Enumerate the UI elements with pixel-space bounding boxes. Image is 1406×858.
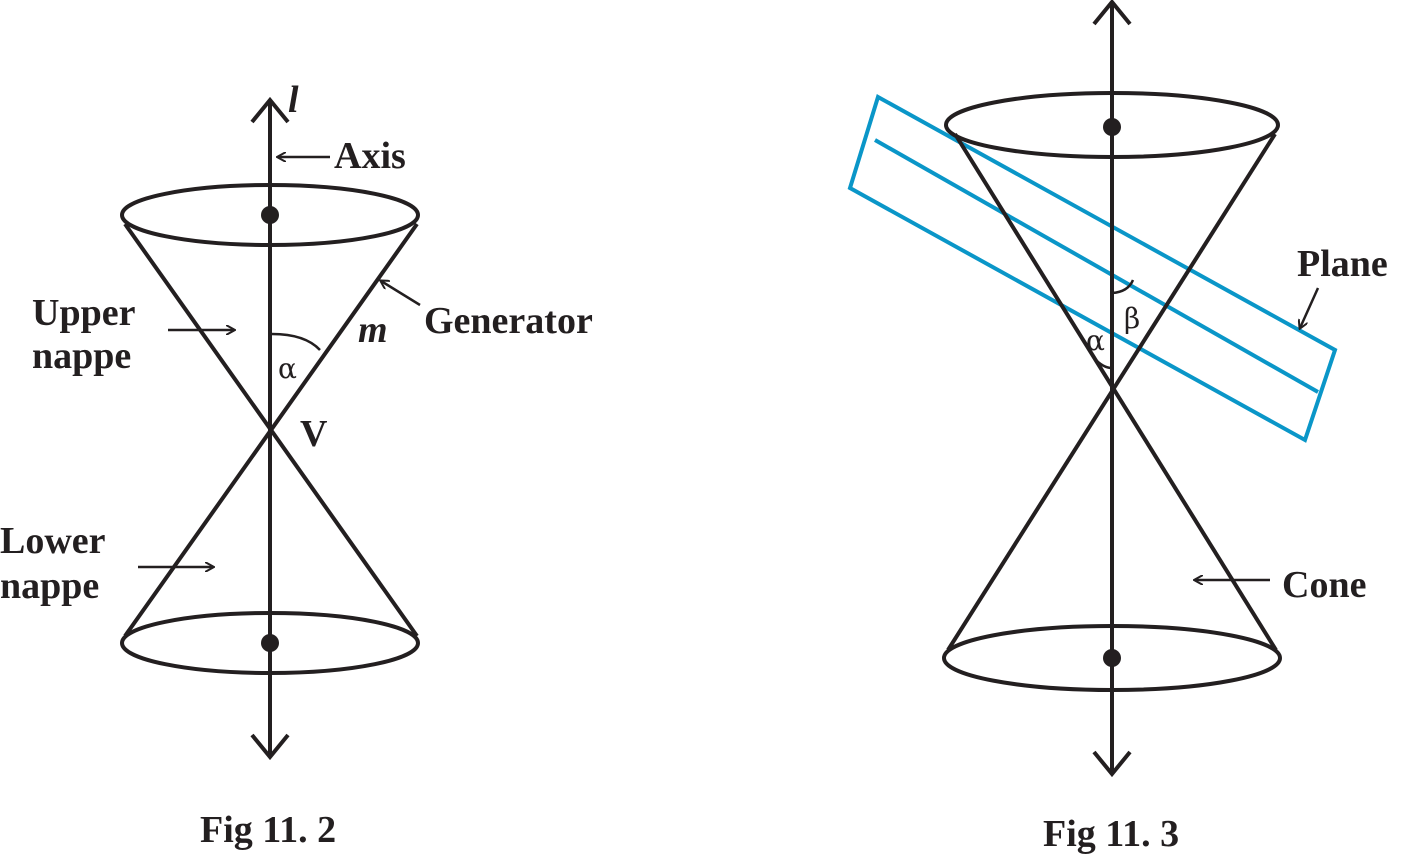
upper-center-dot-2	[1103, 118, 1121, 136]
upper-nappe-label-1: Upper	[32, 292, 136, 334]
axis-symbol: l	[288, 79, 299, 121]
lower-base-ellipse	[120, 611, 420, 675]
lower-nappe-label-1: Lower	[0, 520, 106, 562]
upper-nappe-label-2: nappe	[32, 335, 131, 377]
axis-arrow-up-icon	[250, 96, 290, 124]
vertex-label: V	[300, 413, 328, 455]
upper-base-ellipse-2	[944, 91, 1280, 159]
generator-arrow	[381, 281, 421, 307]
alpha-arc	[271, 332, 321, 351]
generator-label: Generator	[424, 300, 593, 342]
lower-base-ellipse-2	[942, 624, 1282, 692]
generator-line-4	[946, 132, 1277, 652]
upper-center-dot	[261, 206, 279, 224]
axis-label: Axis	[334, 135, 406, 177]
alpha-arc-2	[1093, 357, 1113, 370]
fig-11-3-caption: Fig 11. 3	[1043, 813, 1179, 855]
generator-line-3	[953, 132, 1278, 652]
plane-inner-edge	[874, 138, 1319, 394]
lower-nappe-label-2: nappe	[0, 565, 99, 607]
alpha-label: α	[278, 352, 297, 385]
lower-center-dot-2	[1103, 649, 1121, 667]
beta-arc	[1111, 279, 1135, 295]
beta-label: β	[1124, 302, 1140, 335]
fig-11-3-cone-and-plane: β α Plane Cone Fig 11. 3	[847, 0, 1388, 855]
plane-label: Plane	[1297, 243, 1388, 285]
axis-arrow-down-icon	[250, 733, 290, 761]
plane-outline	[847, 94, 1338, 443]
generator-symbol: m	[358, 309, 388, 351]
cone-label: Cone	[1282, 564, 1366, 606]
upper-base-ellipse	[120, 183, 420, 247]
alpha-label-2: α	[1086, 324, 1105, 357]
fig-11-2-double-cone: l Axis Upper nappe Generator m α V Lower…	[0, 79, 593, 851]
lower-center-dot	[261, 634, 279, 652]
fig-11-2-caption: Fig 11. 2	[200, 809, 336, 851]
axis-arrow-up-icon	[1092, 0, 1132, 26]
axis-arrow-down-icon	[1092, 750, 1132, 778]
plane-arrow	[1300, 287, 1320, 328]
